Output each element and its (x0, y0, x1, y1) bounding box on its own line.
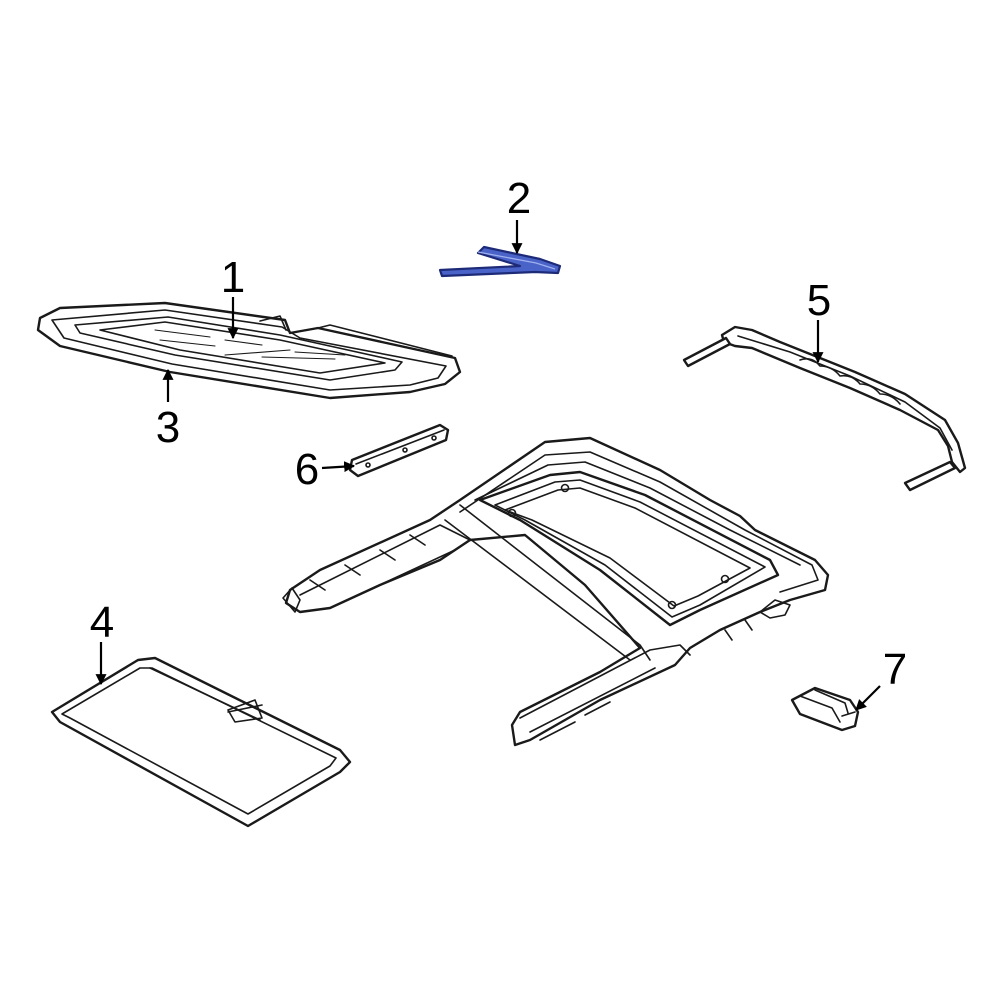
callout-5: 5 (807, 276, 831, 325)
callout-3: 3 (156, 403, 180, 452)
callout-2: 2 (507, 174, 531, 223)
sunshade[interactable] (50, 656, 352, 828)
callout-1: 1 (221, 253, 245, 302)
leader-7 (855, 685, 881, 711)
leader-6 (321, 461, 356, 473)
callout-4: 4 (90, 598, 114, 647)
sunroof-housing-frame[interactable] (282, 436, 830, 747)
clip-bracket[interactable] (790, 686, 860, 732)
leader-lines (95, 220, 881, 711)
callout-7: 7 (883, 645, 907, 694)
wind-deflector[interactable] (682, 325, 967, 492)
weatherstrip-seal[interactable] (438, 245, 562, 278)
callout-6: 6 (295, 445, 319, 494)
glass-panel-assembly[interactable] (36, 301, 462, 400)
guide-rail[interactable] (348, 423, 450, 478)
